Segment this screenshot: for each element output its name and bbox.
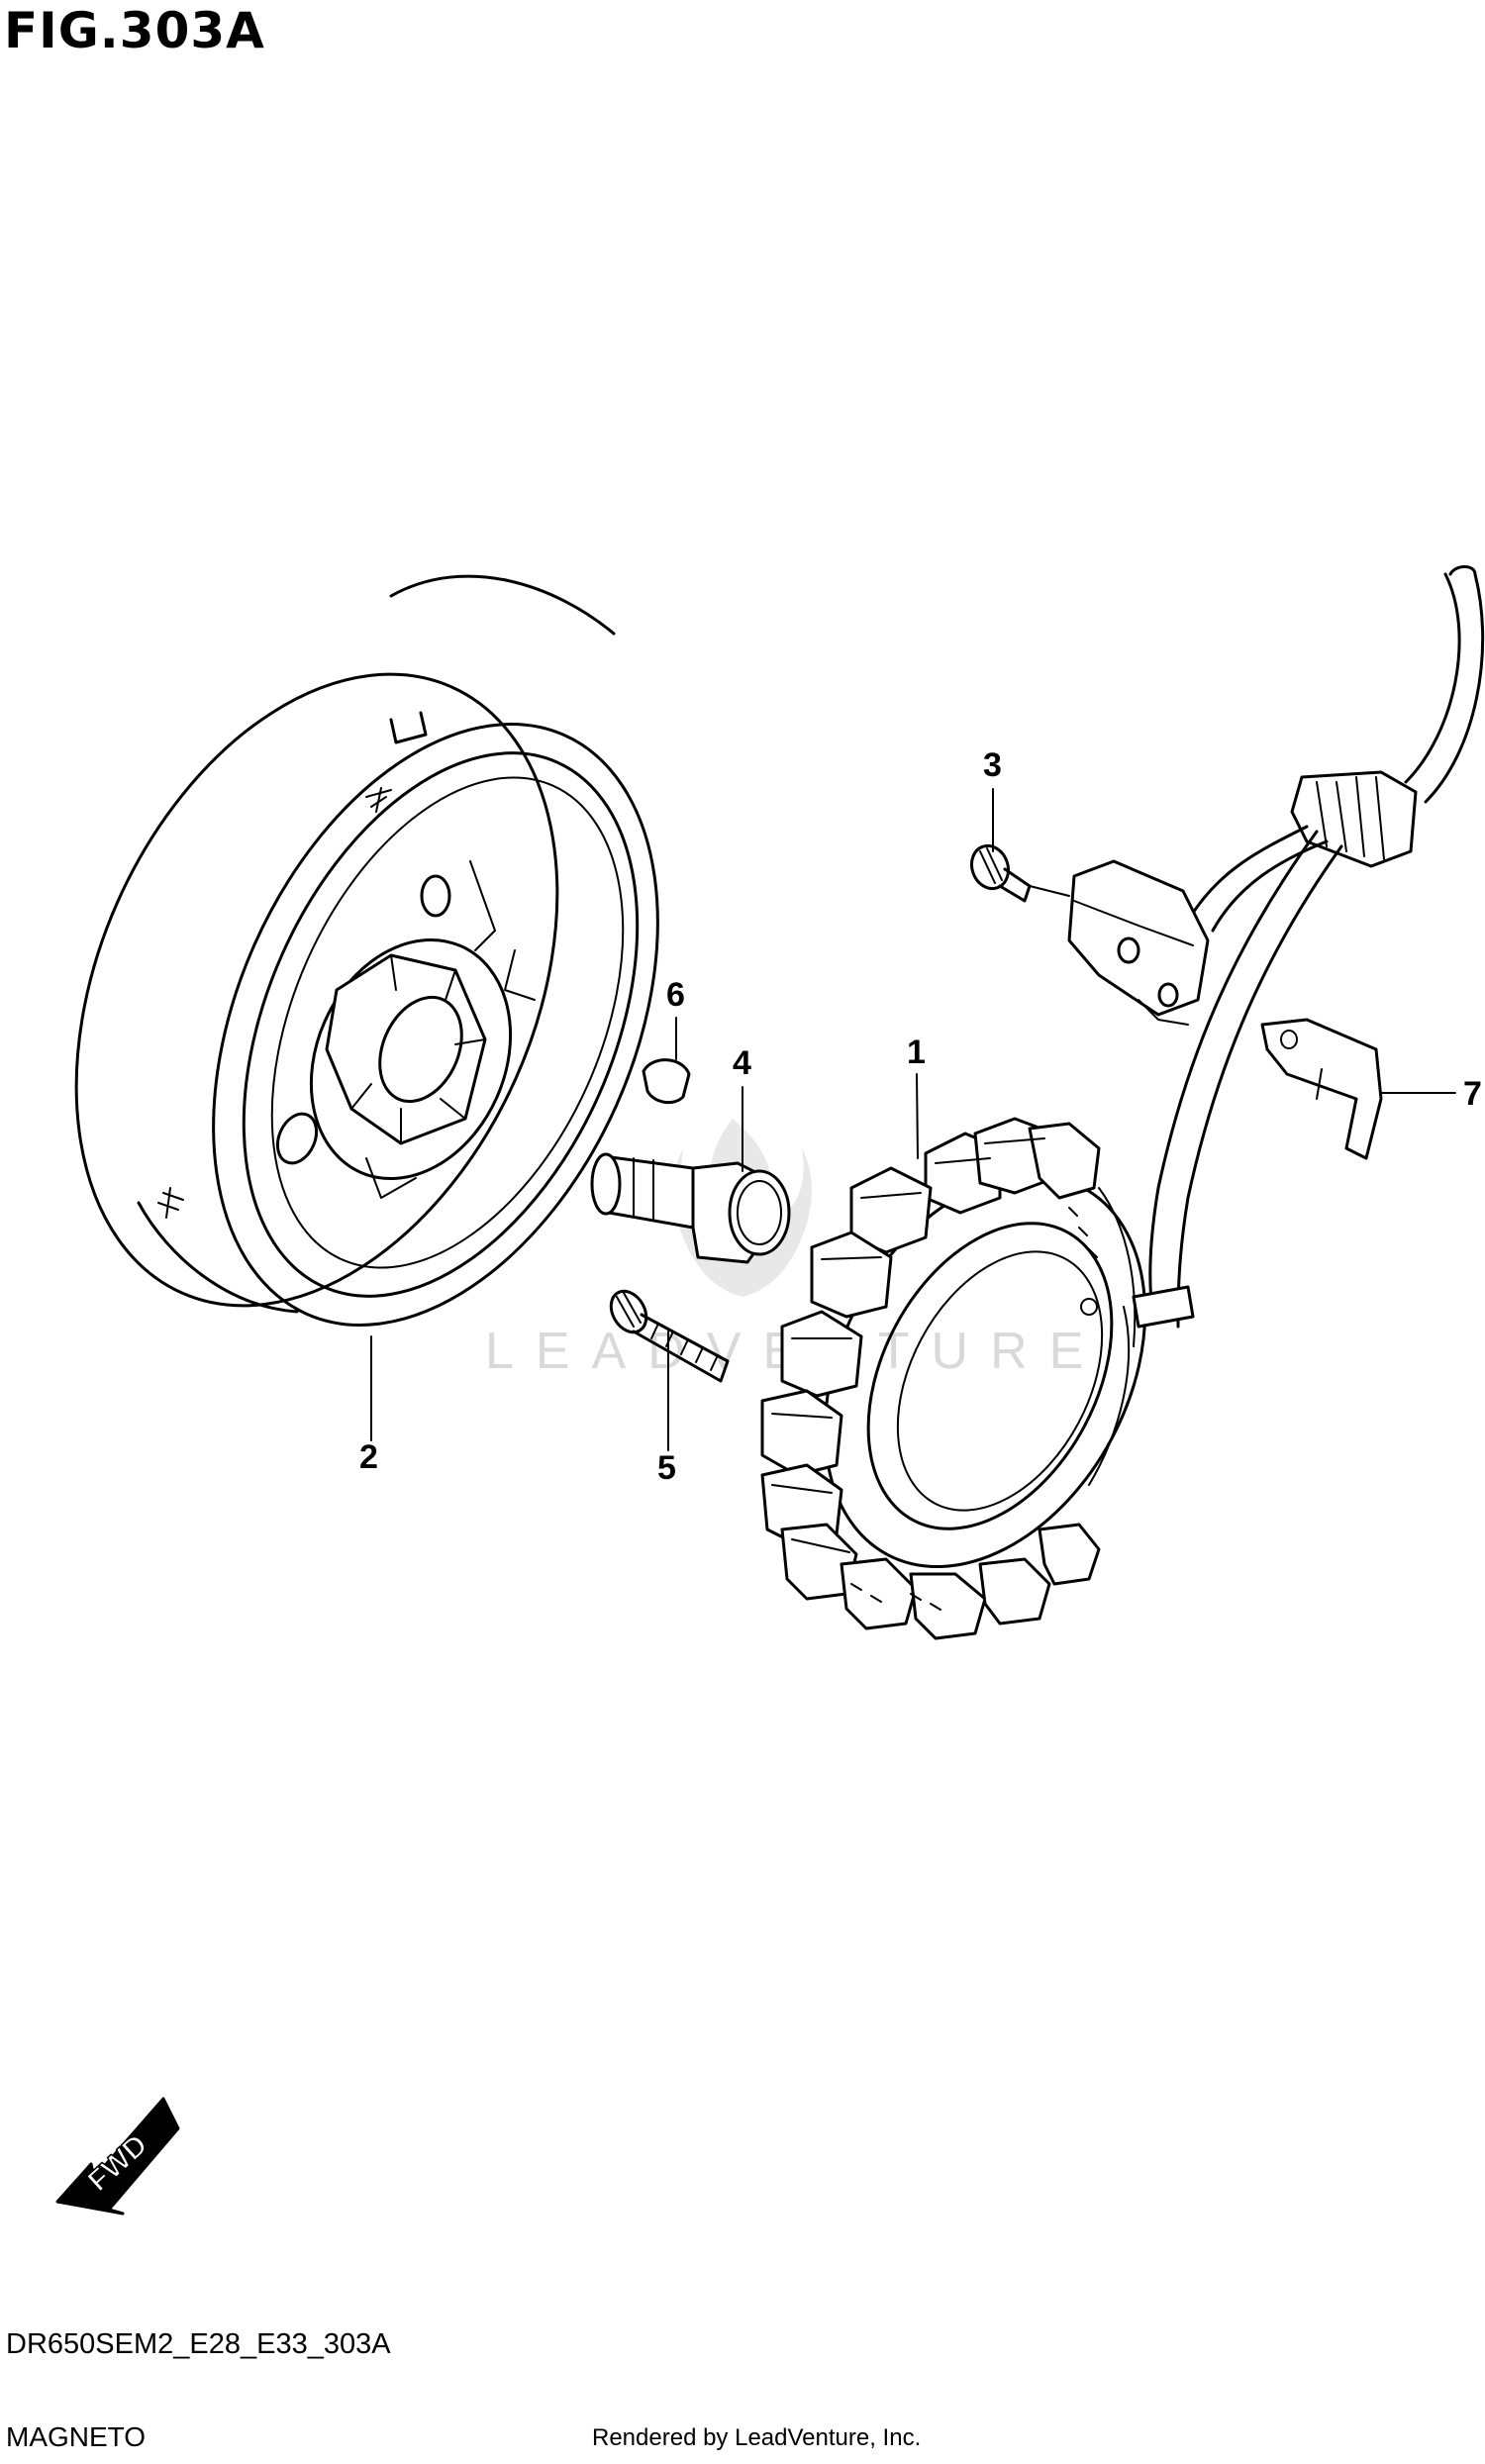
- callout-2-label: 2: [359, 1438, 378, 1476]
- fwd-arrow-icon: FWD: [55, 2097, 180, 2216]
- rendered-by-credit: Rendered by LeadVenture, Inc.: [592, 2424, 922, 2451]
- model-code: DR650SEM2_E28_E33_303A: [6, 2328, 391, 2360]
- pickup-coil: [1067, 859, 1210, 1026]
- rotor-bolt: [590, 1152, 791, 1264]
- wire-harness: [1132, 565, 1485, 1329]
- pickup-screw: [969, 843, 1070, 903]
- callout-2: 2: [359, 1335, 378, 1476]
- wire-clamp: [1260, 1018, 1383, 1160]
- callout-5: 5: [657, 1331, 676, 1487]
- callout-4: 4: [733, 1044, 751, 1172]
- stator-screw: [609, 1289, 730, 1383]
- callout-6-label: 6: [666, 976, 685, 1014]
- stator-coil: [760, 1117, 1147, 1640]
- callout-4-label: 4: [733, 1044, 751, 1082]
- callout-7: 7: [1380, 1075, 1482, 1113]
- callout-3-label: 3: [983, 746, 1002, 784]
- callout-6: 6: [666, 976, 685, 1060]
- figure-title: FIG.303A: [4, 2, 265, 59]
- callout-1: 1: [907, 1034, 926, 1159]
- callout-5-label: 5: [657, 1449, 676, 1487]
- rotor-flywheel: [74, 574, 659, 1327]
- callout-7-label: 7: [1463, 1075, 1482, 1113]
- callout-1-label: 1: [907, 1034, 926, 1071]
- callout-3: 3: [983, 746, 1002, 852]
- woodruff-key: [642, 1058, 691, 1105]
- figure-name: MAGNETO: [6, 2421, 147, 2452]
